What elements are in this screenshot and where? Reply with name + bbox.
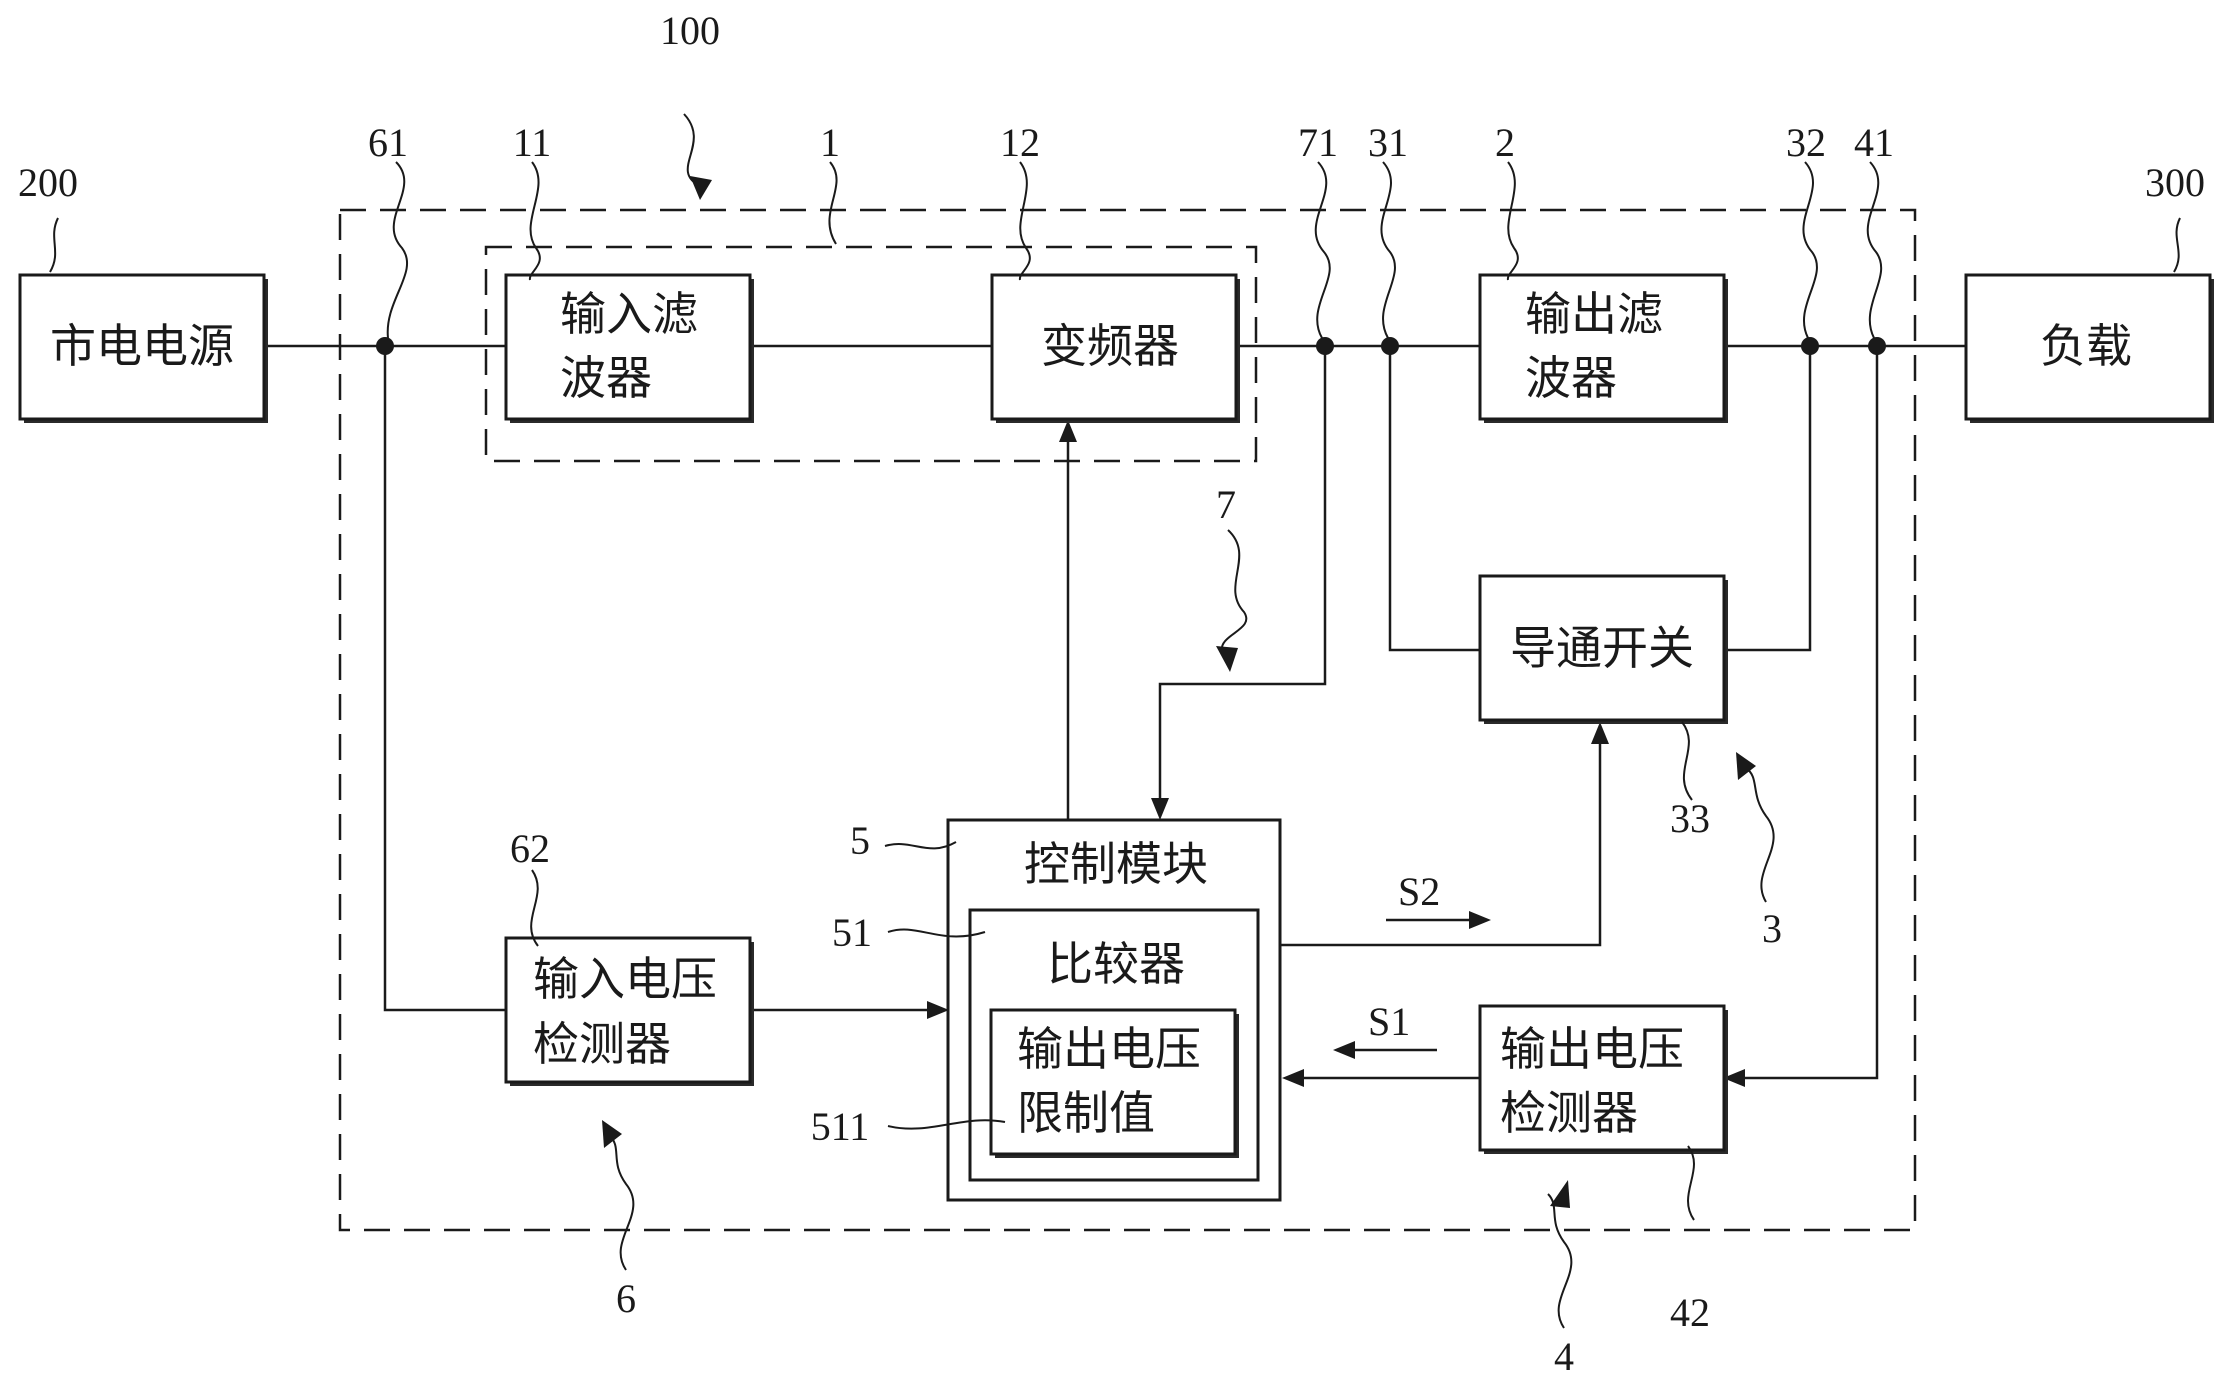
block-control-module <box>946 818 1282 1202</box>
wiring <box>264 344 1966 1080</box>
output-limit-label-line2: 限制值 <box>1017 1086 1155 1140</box>
ref-31: 31 <box>1368 120 1408 165</box>
ref-2: 2 <box>1495 120 1515 165</box>
input-detector-label-line2: 检测器 <box>533 1017 671 1071</box>
ref-71: 71 <box>1298 120 1338 165</box>
load-label: 负载 <box>2040 319 2132 373</box>
block-output-voltage-detector <box>1478 1004 1728 1154</box>
ref-6: 6 <box>616 1276 636 1321</box>
ref-32: 32 <box>1786 120 1826 165</box>
input-filter-label-line1: 输入滤 <box>560 287 698 341</box>
block-output-filter <box>1478 273 1728 423</box>
output-filter-label-line2: 波器 <box>1525 351 1617 405</box>
block-output-voltage-limit <box>989 1008 1237 1156</box>
ref-12: 12 <box>1000 120 1040 165</box>
module-1-boundary <box>484 245 1258 463</box>
control-module-label: 控制模块 <box>1024 837 1208 891</box>
ref-4: 4 <box>1554 1334 1574 1379</box>
block-load <box>1964 273 2214 423</box>
ref-3: 3 <box>1762 906 1782 951</box>
block-input-filter <box>504 273 754 423</box>
ref-42: 42 <box>1670 1290 1710 1335</box>
output-limit-label-line1: 输出电压 <box>1017 1022 1201 1076</box>
reference-leaders <box>49 113 2181 1329</box>
signal-s2-label: S2 <box>1398 869 1440 914</box>
input-detector-label-line1: 输入电压 <box>533 952 717 1006</box>
ref-200: 200 <box>18 160 78 205</box>
inverter-label: 变频器 <box>1041 319 1179 373</box>
ref-7: 7 <box>1216 482 1236 527</box>
output-filter-label-line1: 输出滤 <box>1525 287 1663 341</box>
comparator-label: 比较器 <box>1047 937 1185 991</box>
block-input-voltage-detector <box>504 936 754 1086</box>
ref-300: 300 <box>2145 160 2205 205</box>
conduction-switch-label: 导通开关 <box>1510 621 1694 675</box>
ref-51: 51 <box>832 910 872 955</box>
ref-1: 1 <box>820 120 840 165</box>
ref-5: 5 <box>850 818 870 863</box>
output-detector-label-line1: 输出电压 <box>1500 1022 1684 1076</box>
signal-s1-label: S1 <box>1368 999 1410 1044</box>
ref-61: 61 <box>368 120 408 165</box>
junction-dots <box>376 337 1886 355</box>
block-inverter <box>990 273 1240 423</box>
mains-power-label: 市电电源 <box>50 319 234 373</box>
ref-41: 41 <box>1854 120 1894 165</box>
ref-511: 511 <box>811 1104 870 1149</box>
ref-62: 62 <box>510 826 550 871</box>
system-100-boundary <box>338 208 1917 1232</box>
ref-11: 11 <box>513 120 552 165</box>
input-filter-label-line2: 波器 <box>560 351 652 405</box>
reference-arrowheads <box>602 176 1756 1208</box>
block-conduction-switch <box>1478 574 1728 724</box>
arrowheads <box>927 420 1745 1087</box>
block-mains-power <box>18 273 268 423</box>
output-detector-label-line2: 检测器 <box>1500 1086 1638 1140</box>
ref-100: 100 <box>660 8 720 53</box>
ref-33: 33 <box>1670 796 1710 841</box>
